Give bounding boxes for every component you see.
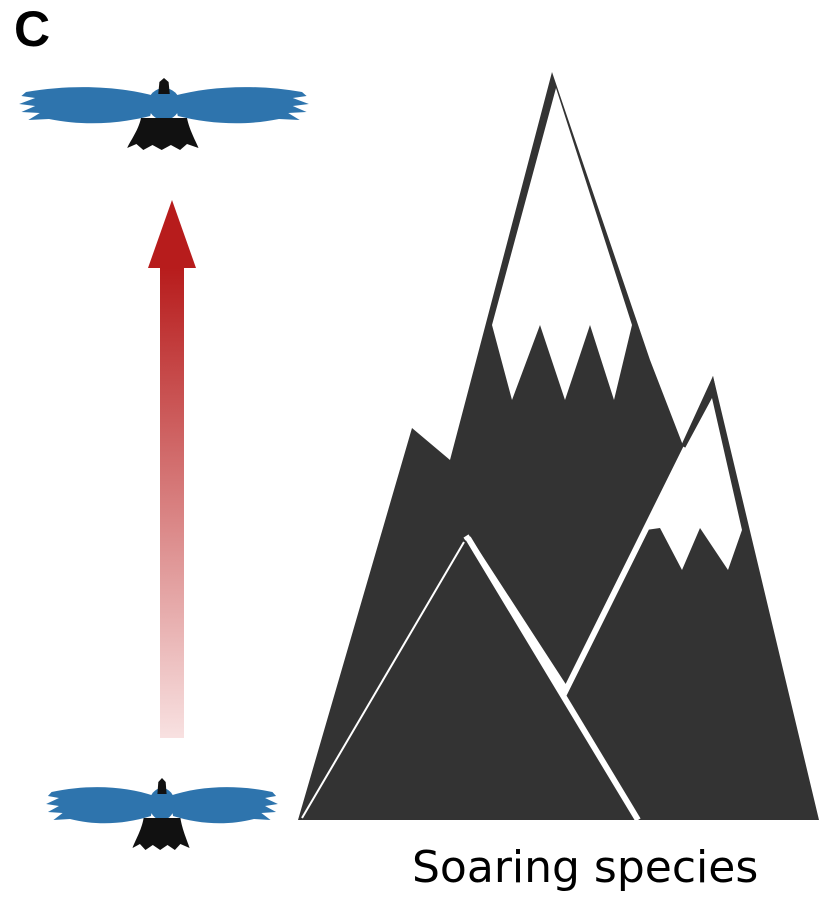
up-arrow-icon [148, 200, 196, 738]
caption-soaring-species: Soaring species [412, 842, 759, 893]
bottom-bird-icon [46, 778, 278, 850]
top-bird-icon [19, 78, 309, 150]
panel-label: C [14, 1, 51, 57]
mountain-range-icon [298, 72, 819, 822]
